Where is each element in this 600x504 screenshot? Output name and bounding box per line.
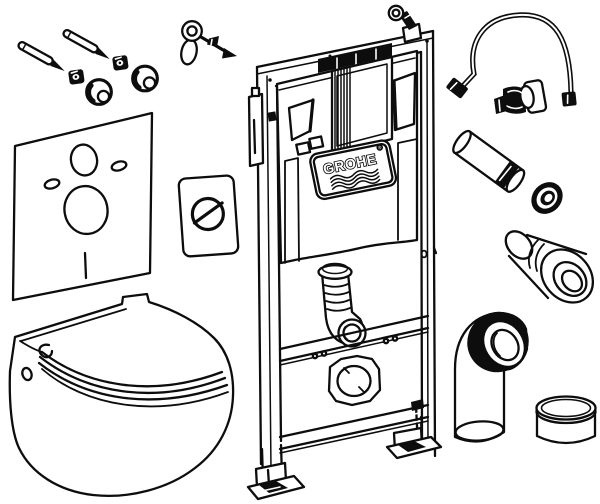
registered-mark: ® xyxy=(377,144,382,151)
sound-insulation-mat xyxy=(11,111,154,302)
threaded-rods-icon xyxy=(17,28,110,72)
seal-ring xyxy=(531,182,563,214)
grohe-wave-lines xyxy=(329,168,381,190)
wall-hung-toilet xyxy=(8,292,235,497)
angle-valve-fitting xyxy=(494,79,548,114)
grohe-logo-plate: GROHE ® xyxy=(309,139,398,201)
wall-bracket-left xyxy=(247,86,277,168)
flush-pipe-extension xyxy=(452,129,526,193)
flush-bend-pipe xyxy=(317,262,367,348)
grease-pot xyxy=(535,395,597,445)
flush-plate xyxy=(177,174,240,258)
wall-bolt-knob xyxy=(387,4,423,44)
frame-feet xyxy=(246,399,443,501)
water-supply-hose xyxy=(446,12,577,107)
hex-nuts-icon xyxy=(68,55,129,85)
drain-fixture-bracket xyxy=(327,354,382,407)
fixing-hole xyxy=(21,366,33,382)
cross-rails xyxy=(278,314,430,454)
installation-frame xyxy=(247,4,438,471)
cover-caps-icon xyxy=(85,64,159,106)
registered-mark-dot xyxy=(376,144,384,151)
seat-gap-line xyxy=(40,350,224,388)
drain-elbow xyxy=(453,308,529,443)
wall-anchor-icon xyxy=(180,20,237,66)
connection-sleeve xyxy=(504,230,595,304)
ribbed-shaft xyxy=(334,66,351,155)
